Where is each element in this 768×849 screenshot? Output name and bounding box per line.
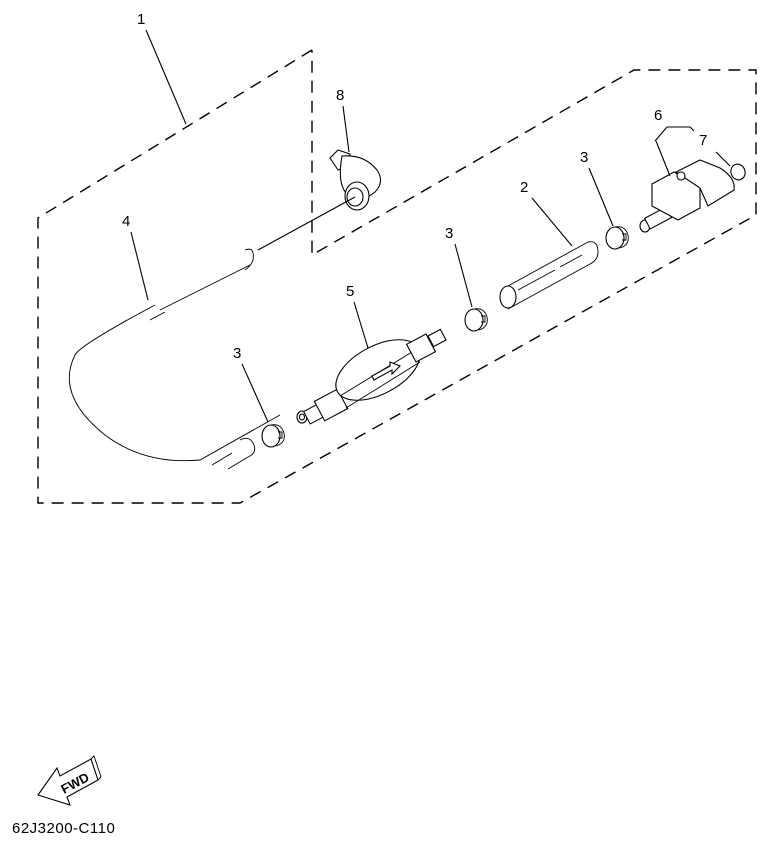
- callout-4[interactable]: 4: [122, 213, 149, 301]
- part-4-hose[interactable]: [68, 248, 281, 470]
- callout-3b[interactable]: 3: [445, 225, 473, 308]
- part-3-clip-right[interactable]: [605, 226, 629, 250]
- callout-label-7: 7: [699, 132, 707, 149]
- part-7-o-ring[interactable]: [729, 162, 748, 182]
- callout-3c[interactable]: 3: [580, 149, 614, 227]
- drawing-code: 62J3200-C110: [12, 820, 116, 837]
- assembly-boundary: [37, 49, 757, 504]
- part-5-primer-bulb[interactable]: [296, 327, 447, 425]
- callout-label-3b: 3: [445, 225, 453, 242]
- callout-6[interactable]: 6: [654, 107, 695, 177]
- callout-2[interactable]: 2: [520, 179, 573, 247]
- callout-5[interactable]: 5: [346, 283, 369, 349]
- callout-label-3a: 3: [233, 345, 241, 362]
- fwd-arrow-icon: FWD: [37, 755, 102, 806]
- part-3-clip-left[interactable]: [261, 424, 285, 448]
- callout-1[interactable]: 1: [137, 11, 187, 125]
- part-2-hose[interactable]: [499, 241, 599, 310]
- callout-label-5: 5: [346, 283, 354, 300]
- part-6-fuel-joint[interactable]: [639, 159, 735, 233]
- part-8-elbow-joint[interactable]: [257, 149, 382, 251]
- callout-8[interactable]: 8: [336, 87, 350, 153]
- part-3-clip-middle[interactable]: [464, 308, 488, 332]
- callout-3a[interactable]: 3: [233, 345, 269, 423]
- callout-label-8: 8: [336, 87, 344, 104]
- callout-label-3c: 3: [580, 149, 588, 166]
- callout-label-1: 1: [137, 11, 145, 28]
- callout-7[interactable]: 7: [699, 132, 731, 167]
- callout-label-2: 2: [520, 179, 528, 196]
- callout-label-4: 4: [122, 213, 130, 230]
- callout-label-6: 6: [654, 107, 662, 124]
